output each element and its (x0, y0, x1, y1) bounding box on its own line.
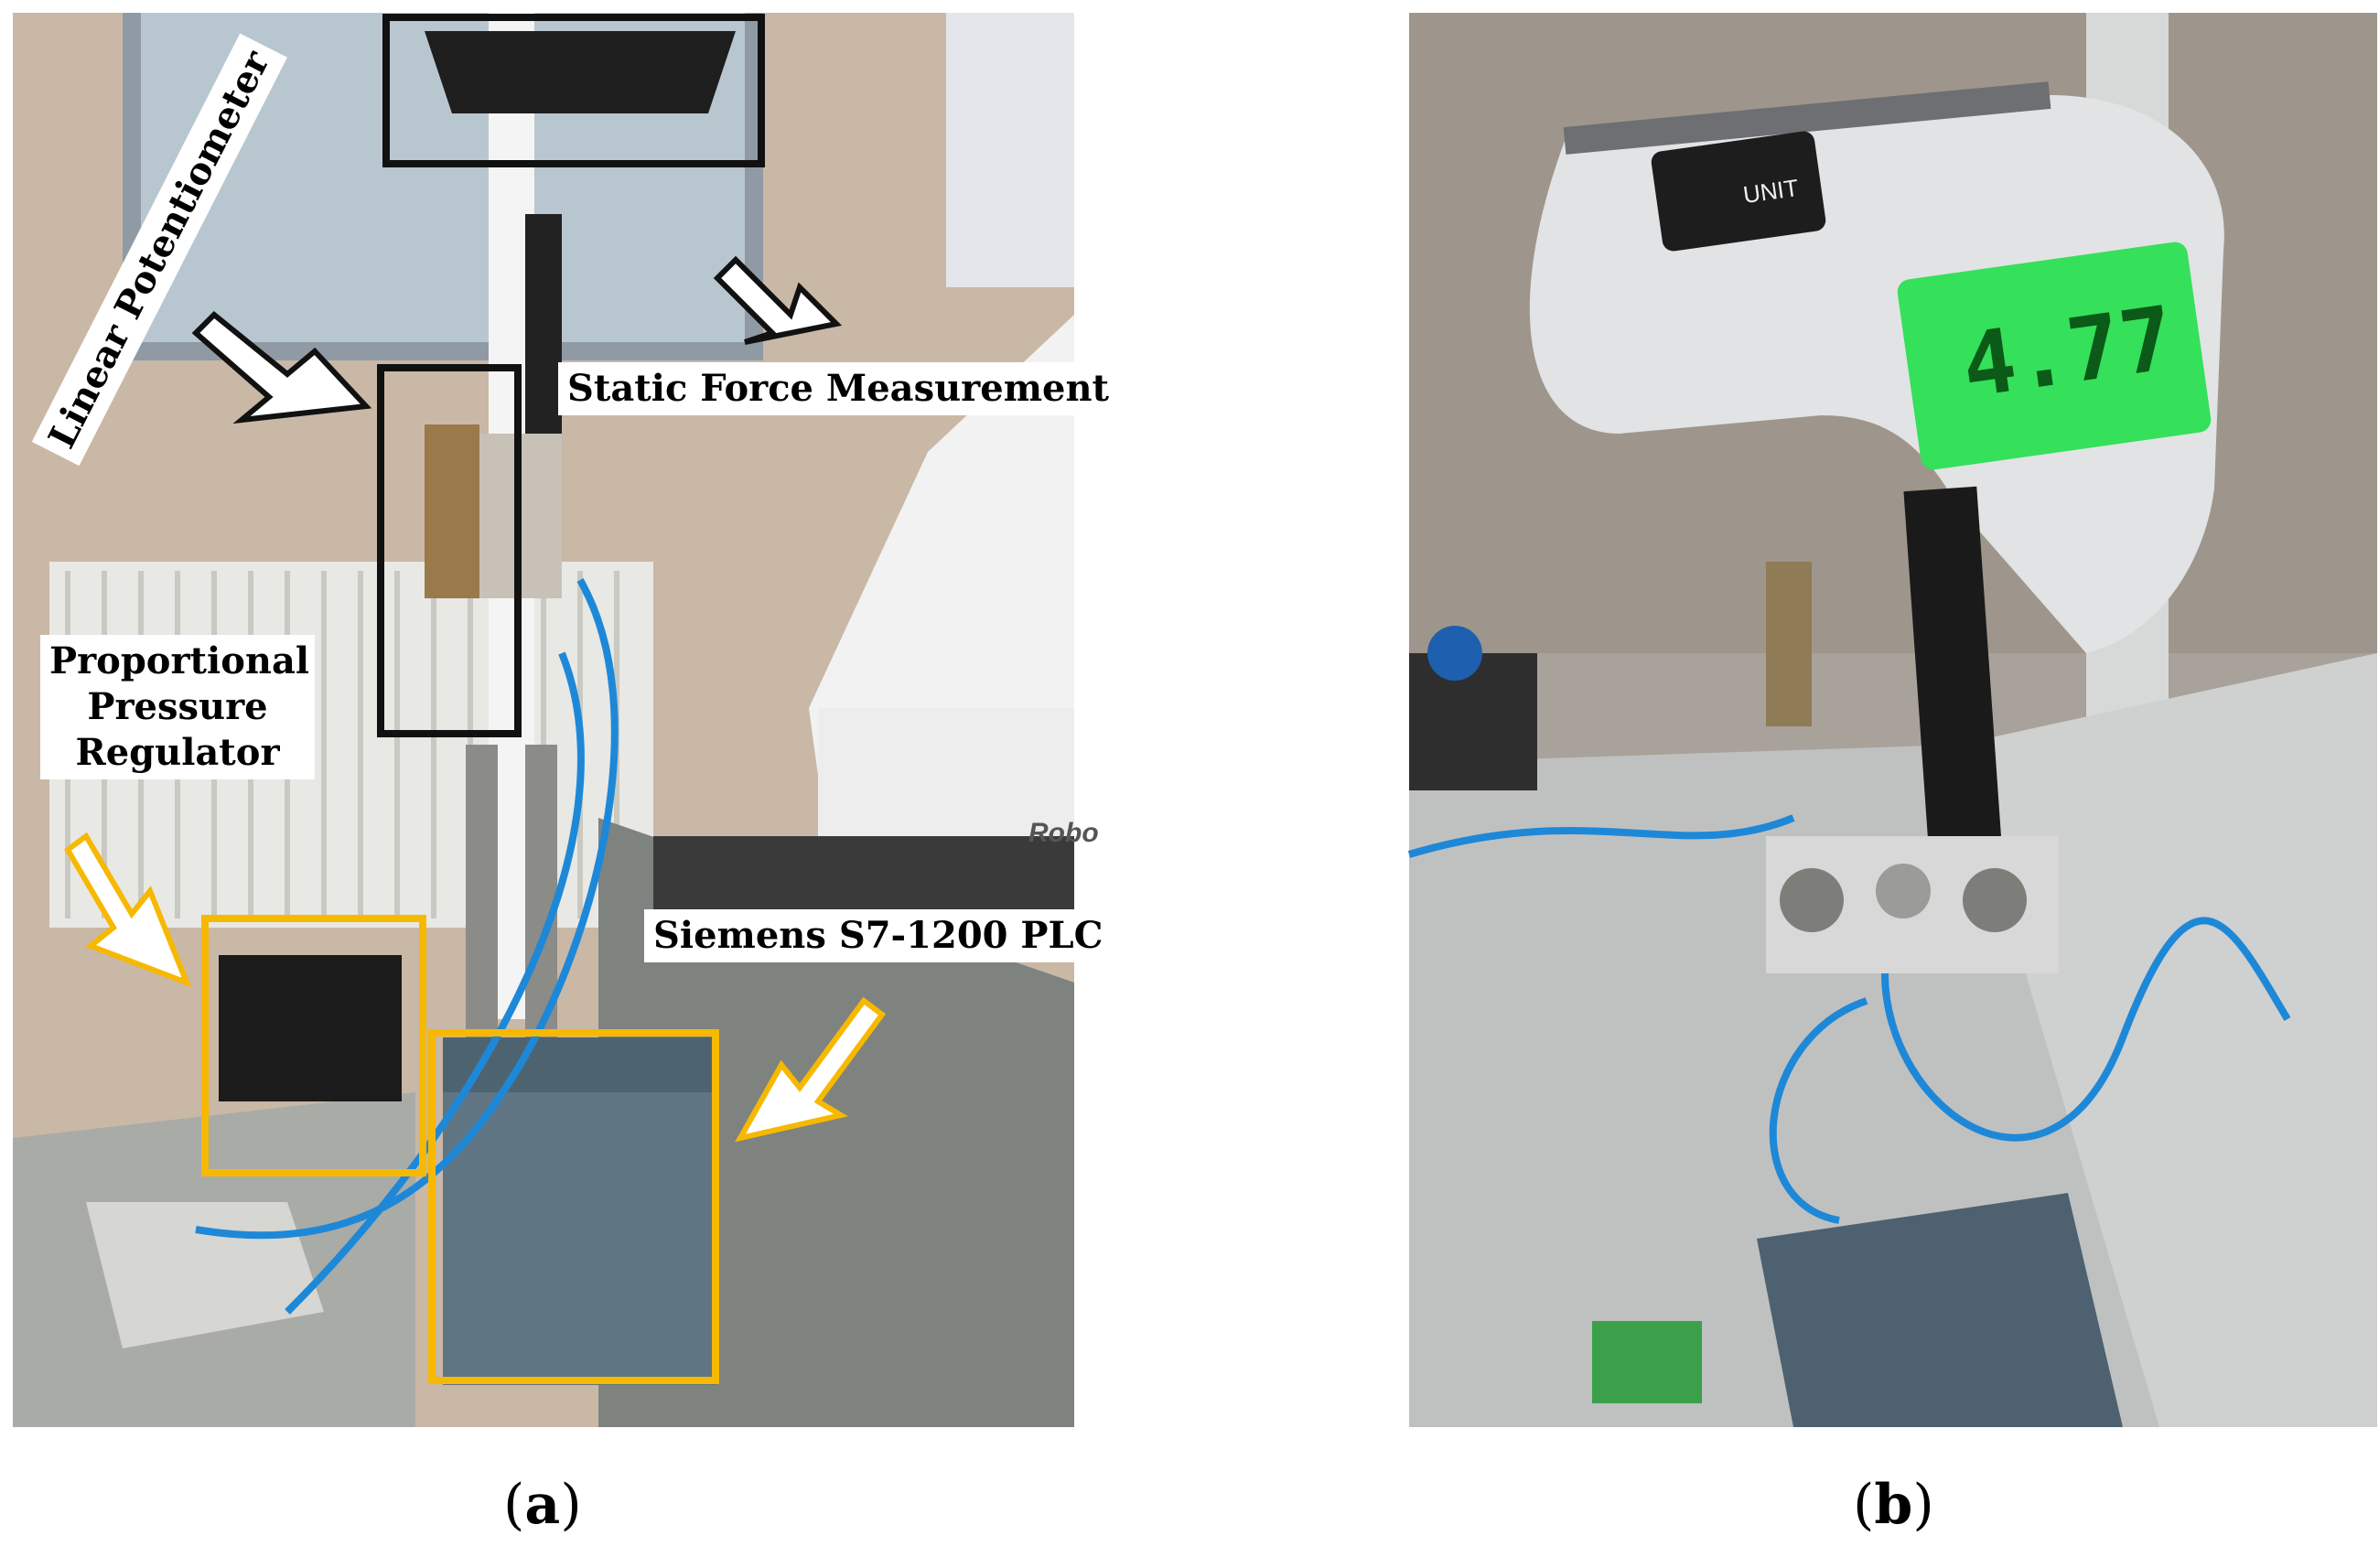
terminal-board (1592, 1321, 1702, 1403)
potentiometer-box (377, 364, 522, 737)
photo-panel-a: Linear Potentiometer Static Force Measur… (13, 13, 1119, 1427)
regulator-device (219, 955, 402, 1101)
angled-frame (1958, 653, 2377, 1427)
caption-a: (a) (503, 1473, 582, 1537)
blue-tube-2 (285, 651, 585, 1315)
label-pressure-regulator-line2: Pressure (87, 685, 268, 728)
blue-tube (1881, 917, 2291, 1142)
conveyor-belt (653, 836, 1074, 918)
label-pressure-regulator: Proportional Pressure Regulator (40, 635, 315, 779)
caption-b-letter: b (1874, 1473, 1913, 1537)
photo-panel-b: 4.77 UNIT (1407, 13, 2377, 1427)
hanging-scale (425, 31, 736, 113)
plc-box (428, 1029, 719, 1384)
label-pressure-regulator-line3: Regulator (75, 731, 280, 774)
threaded-rod (466, 745, 498, 1047)
blue-tube-2 (1407, 814, 1795, 858)
strap (1903, 486, 2004, 875)
regulator-box (201, 915, 426, 1176)
label-pressure-regulator-line1: Proportional (49, 639, 310, 682)
poster (946, 13, 1074, 287)
panel-b-scene (1407, 13, 2377, 1427)
caption-a-letter: a (524, 1473, 561, 1537)
static-force-box (382, 14, 765, 167)
scale-edge (1563, 81, 2051, 155)
potentiometer-body (425, 424, 479, 598)
arrow-regulator (64, 832, 192, 988)
arrow-potentiometer (191, 310, 372, 424)
fitting-1 (1780, 868, 1844, 932)
arrow-static-force (713, 255, 843, 345)
arrow-plc (735, 996, 887, 1143)
potentiometer (1766, 562, 1812, 726)
blue-tube-3 (1769, 997, 1868, 1224)
label-plc: Siemens S7-1200 PLC (644, 909, 1113, 962)
caption-b: (b) (1853, 1473, 1934, 1537)
scale-buttons-panel (1651, 131, 1826, 252)
valve-knob (1427, 626, 1482, 681)
label-static-force: Static Force Measurement (558, 362, 1119, 415)
blue-tube (195, 578, 619, 1240)
fitting-3 (1963, 868, 2027, 932)
plc-corner (1757, 1193, 2123, 1427)
robot-logo-text: Robo (1028, 818, 1099, 848)
plc-device (443, 1037, 717, 1385)
valve (1409, 653, 1537, 790)
fitting-2 (1876, 864, 1931, 918)
scale-display (1897, 242, 2212, 470)
